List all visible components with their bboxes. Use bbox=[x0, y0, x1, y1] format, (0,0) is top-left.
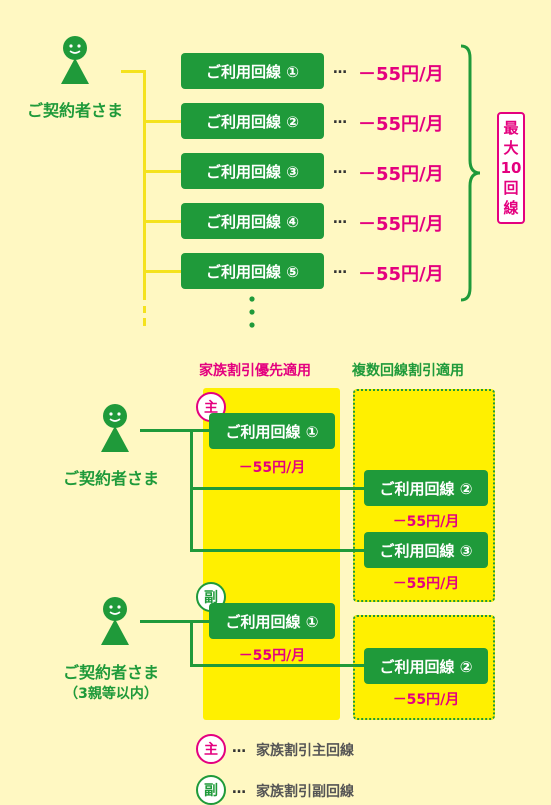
ellipsis: … bbox=[333, 161, 347, 177]
customer-label: ご契約者さま bbox=[62, 469, 159, 488]
line-pill: ご利用回線 ① bbox=[209, 603, 335, 639]
tree-dash bbox=[143, 306, 146, 313]
tree-trunk bbox=[143, 70, 146, 300]
multi-line-discount-column-header: 複数回線割引適用 bbox=[352, 363, 464, 379]
line-pill: ご利用回線 ③ bbox=[364, 532, 488, 568]
sub-line-badge: 副 bbox=[196, 775, 226, 805]
brace-icon bbox=[460, 44, 481, 302]
price-label: －55円/月 bbox=[238, 648, 306, 664]
main-line-badge: 主 bbox=[196, 734, 226, 764]
customer-label: ご契約者さま bbox=[62, 663, 159, 682]
legend-main-line: 家族割引主回線 bbox=[256, 743, 354, 759]
person-icon bbox=[61, 36, 89, 84]
price-label: －55円/月 bbox=[358, 64, 444, 85]
connector-trunk bbox=[190, 429, 193, 551]
tree-branch bbox=[143, 220, 181, 223]
more-lines-dots-icon bbox=[249, 296, 255, 328]
family-discount-column-header: 家族割引優先適用 bbox=[199, 363, 311, 379]
connector-line bbox=[140, 429, 210, 432]
ellipsis: … bbox=[333, 211, 347, 227]
tree-dash bbox=[143, 318, 146, 326]
line-pill: ご利用回線 ② bbox=[181, 103, 324, 139]
max-lines-badge: 最大10回線 bbox=[497, 112, 525, 224]
price-label: －55円/月 bbox=[358, 114, 444, 135]
relative-scope-note: （3親等以内） bbox=[64, 686, 158, 702]
ellipsis: … bbox=[333, 61, 347, 77]
tree-branch bbox=[143, 120, 181, 123]
connector-line bbox=[190, 549, 364, 552]
connector-line bbox=[190, 664, 364, 667]
price-label: －55円/月 bbox=[392, 692, 460, 708]
customer-label: ご契約者さま bbox=[26, 101, 123, 120]
line-pill: ご利用回線 ② bbox=[364, 470, 488, 506]
connector-trunk bbox=[190, 620, 193, 666]
ellipsis: … bbox=[232, 740, 246, 756]
tree-branch bbox=[143, 270, 181, 273]
line-pill: ご利用回線 ① bbox=[209, 413, 335, 449]
legend-sub-line: 家族割引副回線 bbox=[256, 784, 354, 800]
ellipsis: … bbox=[333, 261, 347, 277]
price-label: －55円/月 bbox=[358, 214, 444, 235]
line-pill: ご利用回線 ② bbox=[364, 648, 488, 684]
price-label: －55円/月 bbox=[238, 460, 306, 476]
connector-line bbox=[140, 620, 210, 623]
line-pill: ご利用回線 ③ bbox=[181, 153, 324, 189]
line-pill: ご利用回線 ① bbox=[181, 53, 324, 89]
person-icon bbox=[101, 597, 129, 645]
line-pill: ご利用回線 ④ bbox=[181, 203, 324, 239]
price-label: －55円/月 bbox=[392, 576, 460, 592]
price-label: －55円/月 bbox=[358, 164, 444, 185]
price-label: －55円/月 bbox=[358, 264, 444, 285]
tree-connector bbox=[121, 70, 146, 73]
connector-line bbox=[190, 487, 364, 490]
price-label: －55円/月 bbox=[392, 514, 460, 530]
tree-branch bbox=[143, 170, 181, 173]
ellipsis: … bbox=[232, 781, 246, 797]
ellipsis: … bbox=[333, 111, 347, 127]
line-pill: ご利用回線 ⑤ bbox=[181, 253, 324, 289]
person-icon bbox=[101, 404, 129, 452]
